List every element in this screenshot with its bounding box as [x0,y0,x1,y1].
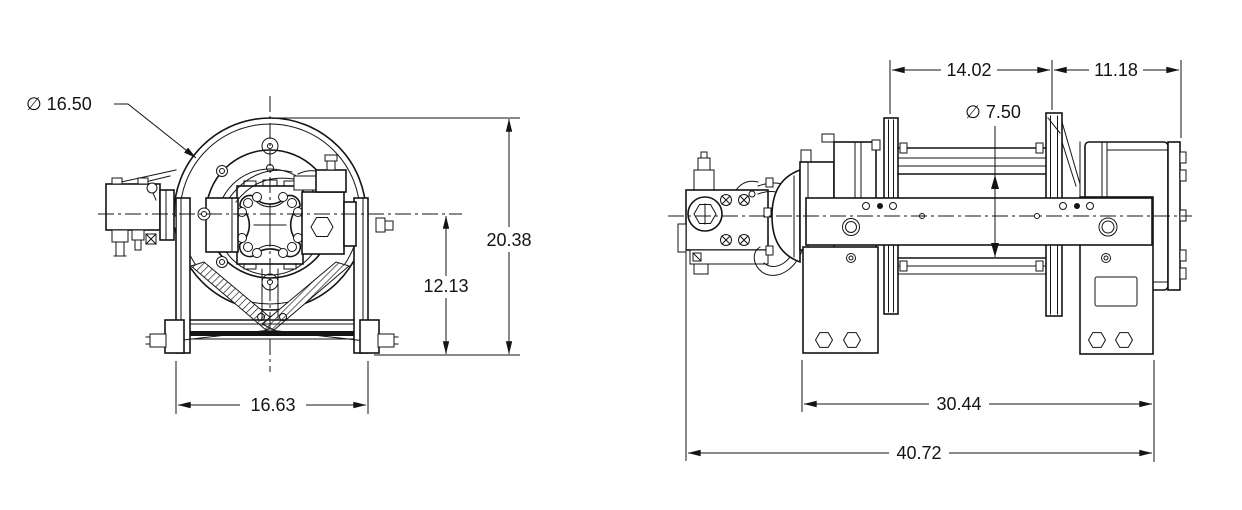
dim-bracket-span: 30.44 [801,360,1155,462]
dim-overall-length: 40.72 [685,252,1153,463]
tie-bar [805,197,1153,246]
dim-overall-height-text: 20.38 [486,230,531,250]
dim-drum-length-text: 14.02 [946,60,991,80]
pull-ring [146,182,158,194]
dim-bracket-span-text: 30.44 [936,394,981,414]
dim-frame-width: 16.63 [175,361,369,415]
dim-brake-end-length-text: 11.18 [1094,60,1138,80]
dim-overall-height: 20.38 [272,117,532,356]
dim-barrel-diameter: ∅ 7.50 [965,102,1021,257]
hydraulic-hoses [229,154,347,203]
valve-bolts [692,190,756,262]
dim-drum-length: 14.02 [889,60,1053,114]
hex-plug [310,217,334,237]
control-valve [677,151,769,275]
motor-assembly [105,169,177,257]
hex-port [693,204,717,224]
centerlines [98,96,462,372]
mounting-frame [145,197,399,354]
dim-flange-diameter-text: ∅ 16.50 [26,94,92,114]
bracket-details [814,253,1138,348]
dim-centerline-height: 12.13 [423,215,469,355]
dim-frame-width-text: 16.63 [250,395,295,415]
dim-centerline-height-text: 12.13 [423,276,468,296]
dim-brake-end-length: 11.18 [1053,60,1182,138]
dim-flange-diameter: ∅ 16.50 [26,94,197,159]
pilot-valve [315,169,347,193]
hub-side-blocks [197,191,357,255]
end-view: ∅ 16.50 20.38 12.13 16.63 [26,94,532,415]
leader-line [114,103,197,159]
dim-overall-length-text: 40.72 [896,443,941,463]
front-view: 14.02 11.18 ∅ 7.50 30.44 [668,60,1192,463]
dim-barrel-diameter-text: ∅ 7.50 [965,102,1021,122]
